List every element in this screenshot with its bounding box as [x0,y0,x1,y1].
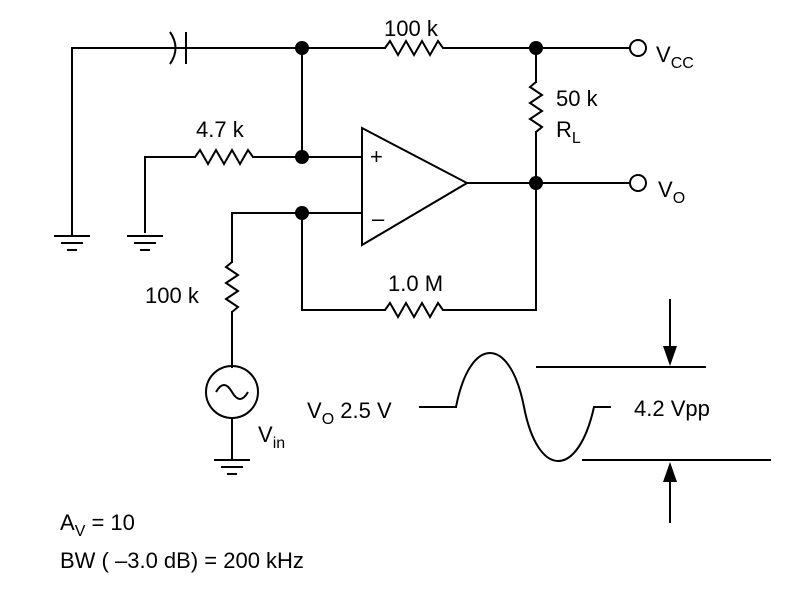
feedback-wire [301,182,537,320]
r-top-label: 100 k [384,16,439,41]
vcc-terminal [629,39,647,57]
inverting-input-wire [231,212,363,263]
vo-label: VO [658,177,685,207]
ground-symbol-source [214,459,250,475]
waveform-pp-label: 4.2 Vpp [634,396,710,421]
rl-value-label: 50 k [556,86,599,111]
vin-label: Vin [258,422,285,452]
junction-dot [295,206,309,220]
junction-dot [295,150,309,164]
junction-dot [295,41,309,55]
resistor-4-7k [144,147,363,233]
gain-spec: AV = 10 [60,510,135,540]
r-bias-label: 4.7 k [196,117,245,142]
rl-label: RL [556,117,581,147]
vcc-label: VCC [656,42,694,72]
waveform-level-label: VO 2.5 V [307,398,392,428]
resistor-100k-top [384,38,447,58]
junction-dot [529,41,543,55]
coupling-wire-left [71,47,186,236]
resistor-rl [528,47,544,184]
op-amp-plus-label: + [370,144,383,169]
r-feedback-label: 1.0 M [388,271,443,296]
junction-dot [529,176,543,190]
vo-terminal [629,174,647,192]
r-input-label: 100 k [145,283,200,308]
op-amp [361,126,470,247]
amplitude-arrow-bottom [663,462,677,523]
vin-ac-source [205,365,259,459]
resistor-100k-input [224,261,240,368]
bandwidth-spec: BW ( –3.0 dB) = 200 kHz [60,548,304,573]
amplitude-arrow-top [663,299,677,366]
output-waveform [419,352,771,462]
op-amp-minus-label: – [372,206,385,231]
ground-symbol-left [54,235,90,251]
ground-symbol-bias [127,235,163,251]
